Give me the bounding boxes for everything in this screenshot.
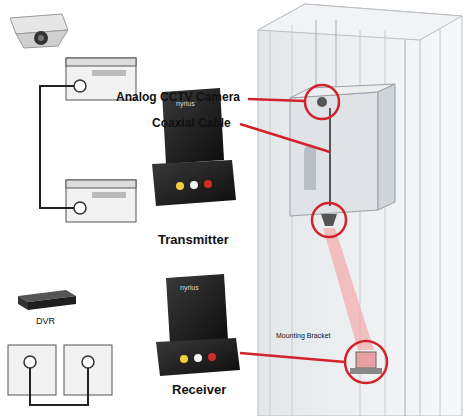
cable [30,368,88,405]
device-base [156,338,240,376]
elevator-cab [290,84,395,216]
rca-jack [208,353,216,361]
signal-beam [323,228,374,350]
camera-lens [34,31,48,45]
elevator-shaft [258,4,462,416]
part-label: Mounting Bracket [276,332,330,339]
leader-line [240,124,330,152]
callout-label: Analog CCTV Camera [116,90,240,104]
leader-line [240,353,345,362]
dvr-front [28,296,76,310]
passenger-figure [304,144,316,190]
camera-housing [16,30,68,48]
connector-panel [66,180,136,222]
device-node: nyriusReceiver [150,270,250,398]
camera-lens [38,35,44,41]
guide-rail [270,30,271,416]
panel-plate [66,180,136,222]
device-antenna [166,274,228,344]
transmitter-device [152,88,236,206]
counterweight-rope [405,40,406,416]
bnc-jack [82,356,94,368]
cab-side [378,84,395,210]
bnc-jack [24,356,36,368]
connector-panel [8,345,56,395]
panel-plate [66,180,136,188]
hoist-rope [316,20,317,95]
panel-plate [66,58,136,66]
cable [40,86,74,208]
coaxial-cable [329,108,331,206]
mounting-bracket [350,368,382,374]
bnc-jack [74,202,86,214]
device-base [152,160,236,206]
rca-jack [180,355,188,363]
callout-circle [345,341,387,383]
dvr-side [18,296,28,310]
panel-marking [92,70,126,76]
guide-rail [440,28,441,416]
brand-logo: nyrius [180,284,199,291]
rca-jack [204,180,212,188]
rca-jack [190,181,198,189]
device-label: Receiver [172,382,226,397]
hoist-rope [336,20,337,95]
panel-plate [8,345,56,395]
callout-circle [305,85,339,119]
rca-jack [194,354,202,362]
receiver-device [156,274,240,376]
device-label: Transmitter [158,232,229,247]
transmitter-symbol [321,214,337,226]
shaft-wall [258,4,462,416]
camera-symbol [317,97,327,107]
leader-line [248,99,305,101]
callout [240,85,387,383]
dvr-device [18,290,76,310]
device-label: DVR [36,316,55,326]
device-node: nyriusTransmitter [150,86,250,246]
panel-marking [92,192,126,198]
receiver-symbol [356,352,376,368]
dome-camera [10,14,68,48]
shaft-edge [420,40,421,416]
bnc-jack [74,80,86,92]
cab-body [290,92,378,216]
rca-jack [176,182,184,190]
callout-label: Coaxial Cable [152,116,231,130]
callout-circle [312,203,346,237]
